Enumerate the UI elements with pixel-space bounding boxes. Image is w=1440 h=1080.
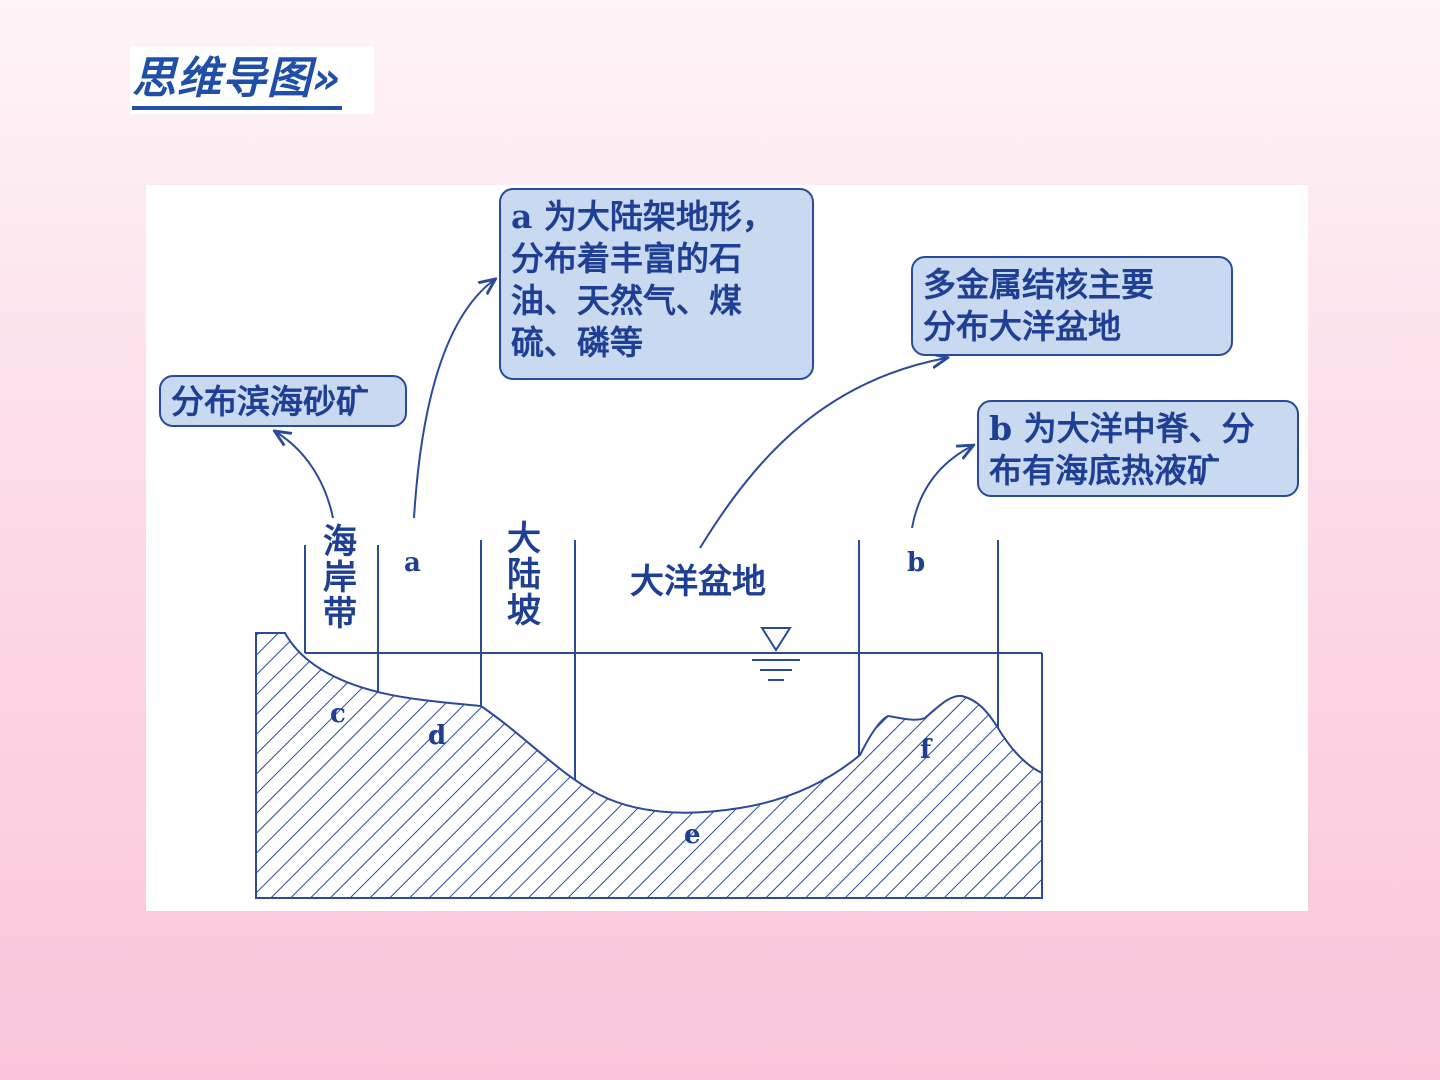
callout-polymetallic-nodules: 多金属结核主要 分布大洋盆地 <box>911 256 1233 356</box>
callout-line: b 为大洋中脊、分 <box>989 409 1255 448</box>
callout-mid-ocean-ridge: b 为大洋中脊、分 布有海底热液矿 <box>977 400 1299 497</box>
zone-label-a: a <box>404 548 421 578</box>
seabed-landmass <box>255 632 1043 899</box>
arrow-to-coast-callout <box>276 432 334 519</box>
seabed-point-c: c <box>330 699 346 729</box>
callout-line: a 为大陆架地形， <box>511 197 775 236</box>
callout-continental-shelf: a 为大陆架地形， 分布着丰富的石 油、天然气、煤 硫、磷等 <box>499 188 814 380</box>
zone-label-ocean-basin: 大洋盆地 <box>630 562 766 602</box>
zone-label-coast: 海岸带 <box>323 522 357 634</box>
callout-line: 分布大洋盆地 <box>923 307 1121 346</box>
callout-line: 硫、磷等 <box>511 323 643 362</box>
mind-map-heading: 思维导图» <box>132 52 342 110</box>
seabed-point-d: d <box>428 721 447 751</box>
arrow-to-ridge-callout <box>911 446 972 529</box>
callout-line: 分布着丰富的石 <box>511 239 742 278</box>
water-level-icon <box>752 627 800 681</box>
callout-line: 分布滨海砂矿 <box>171 382 369 421</box>
callout-coast-minerals: 分布滨海砂矿 <box>159 375 407 427</box>
zone-label-continental-slope: 大陆坡 <box>507 519 541 631</box>
zone-label-b: b <box>907 548 926 578</box>
callout-line: 多金属结核主要 <box>923 265 1154 304</box>
arrow-to-shelf-callout <box>413 280 494 519</box>
callout-line: 布有海底热液矿 <box>989 451 1220 490</box>
ocean-floor-diagram <box>255 185 1043 899</box>
arrow-to-basin-callout <box>699 358 946 549</box>
callout-line: 油、天然气、煤 <box>511 281 742 320</box>
seabed-point-e: e <box>684 820 701 850</box>
seabed-point-f: f <box>920 735 932 765</box>
heading-box: 思维导图» <box>130 46 374 114</box>
